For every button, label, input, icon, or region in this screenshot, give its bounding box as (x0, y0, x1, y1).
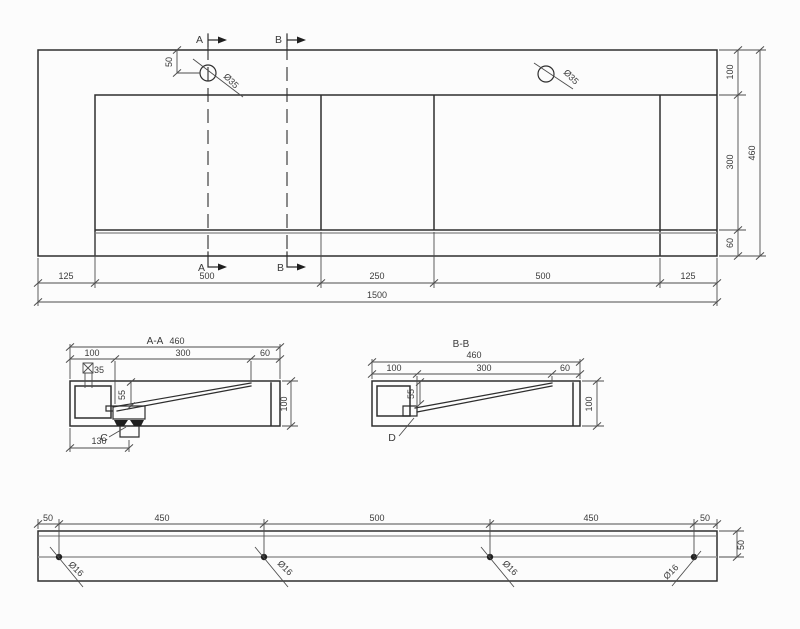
section-aa-outline (69, 380, 281, 427)
section-label-b-top: B (275, 34, 282, 46)
aa-dim-60: 60 (260, 348, 270, 358)
dim-total-width: 1500 (367, 290, 387, 300)
dim-height-60: 60 (725, 238, 735, 248)
drain-seal-left (114, 420, 128, 426)
strip-dim-50-left: 50 (43, 513, 53, 523)
section-label-b-bottom: B (277, 262, 284, 274)
drain-stub (119, 426, 140, 438)
bb-dim-300: 300 (476, 363, 491, 373)
strip-dim-ticks (33, 519, 742, 562)
section-arrow-icon (297, 263, 306, 271)
section-mark-b-top: B (275, 33, 306, 47)
section-aa-slope-lines (112, 382, 252, 412)
section-bb-extension-lines (371, 359, 604, 427)
section-aa-dimension-lines (70, 346, 292, 449)
strip-height-dim: 50 (736, 540, 746, 550)
strip-hole-label-1: Ø16 (67, 559, 86, 578)
section-bb-dimension-lines (372, 361, 598, 426)
strip-hole-label-4: Ø16 (661, 562, 680, 581)
dim-width-500-right: 500 (535, 271, 550, 281)
dim-hole-offset: 50 (164, 57, 174, 67)
strip-elevation-view: Ø16 Ø16 Ø16 Ø16 50 450 500 450 50 50 (33, 513, 746, 588)
strip-dim-450-right: 450 (583, 513, 598, 523)
section-label-a-top: A (196, 34, 203, 46)
section-aa-gutter (105, 405, 146, 420)
plan-outline (37, 49, 718, 257)
section-mark-a-bottom: A (198, 251, 227, 274)
bb-height-dim: 100 (584, 396, 594, 411)
section-aa-extension-lines (69, 344, 298, 452)
section-aa-view: A-A 460 100 300 60 35 55 100 C 130 (65, 336, 298, 453)
section-aa-title: A-A (147, 336, 164, 347)
section-bb-total-width: 460 (466, 350, 481, 360)
section-bb-title: B-B (453, 339, 470, 350)
dim-total-height: 460 (747, 145, 757, 160)
strip-outline (37, 530, 718, 582)
dim-width-250: 250 (369, 271, 384, 281)
aa-dim-300: 300 (175, 348, 190, 358)
section-arrow-icon (218, 36, 227, 44)
hole-leader-left (192, 58, 244, 98)
dim-width-125-left: 125 (58, 271, 73, 281)
dim-height-100: 100 (725, 64, 735, 79)
detail-d-leader (398, 417, 415, 437)
section-label-a-bottom: A (198, 262, 205, 274)
section-bb-notch (402, 405, 418, 417)
hole-leader-right (533, 62, 574, 90)
aa-dim-100: 100 (84, 348, 99, 358)
plan-extension-lines (37, 49, 766, 306)
drain-seal-right (130, 420, 144, 426)
hole-circle-right (537, 65, 555, 83)
section-mark-b-bottom: B (277, 251, 306, 274)
hole-label-left: Ø35 (222, 71, 241, 90)
section-bb-view: B-B 460 100 300 60 55 100 D (367, 339, 604, 444)
section-mark-a-top: A (196, 33, 227, 47)
aa-hole-dim: 35 (94, 365, 104, 375)
dim-width-125-right: 125 (680, 271, 695, 281)
strip-dim-500: 500 (369, 513, 384, 523)
strip-dim-50-right: 50 (700, 513, 710, 523)
detail-c-leader (108, 426, 127, 438)
bb-depth-dim: 55 (406, 389, 416, 399)
plan-dim-ticks (33, 45, 765, 307)
section-arrow-icon (218, 263, 227, 271)
bb-dim-100: 100 (386, 363, 401, 373)
strip-extension-lines (37, 519, 744, 558)
plan-view: A B A B (33, 33, 766, 307)
strip-hole-leaders (49, 546, 702, 588)
aa-drain-offset-dim: 130 (91, 436, 106, 446)
strip-hole-label-2: Ø16 (276, 558, 295, 577)
strip-dimension-lines (38, 523, 738, 557)
dim-height-300: 300 (725, 154, 735, 169)
section-aa-hole-symbol (82, 362, 94, 374)
detail-d-label: D (388, 432, 396, 444)
dim-width-500-left: 500 (199, 271, 214, 281)
bb-dim-60: 60 (560, 363, 570, 373)
plan-dimension-lines (38, 50, 761, 303)
section-bb-slope-lines (414, 382, 553, 413)
detail-c-label: C (100, 432, 108, 444)
section-arrow-icon (297, 36, 306, 44)
section-bb-outline (371, 380, 581, 427)
strip-dim-450-left: 450 (154, 513, 169, 523)
aa-height-dim: 100 (279, 396, 289, 411)
section-aa-hole-edges (84, 373, 93, 388)
aa-depth-dim: 55 (117, 390, 127, 400)
section-aa-total-width: 460 (169, 336, 184, 346)
